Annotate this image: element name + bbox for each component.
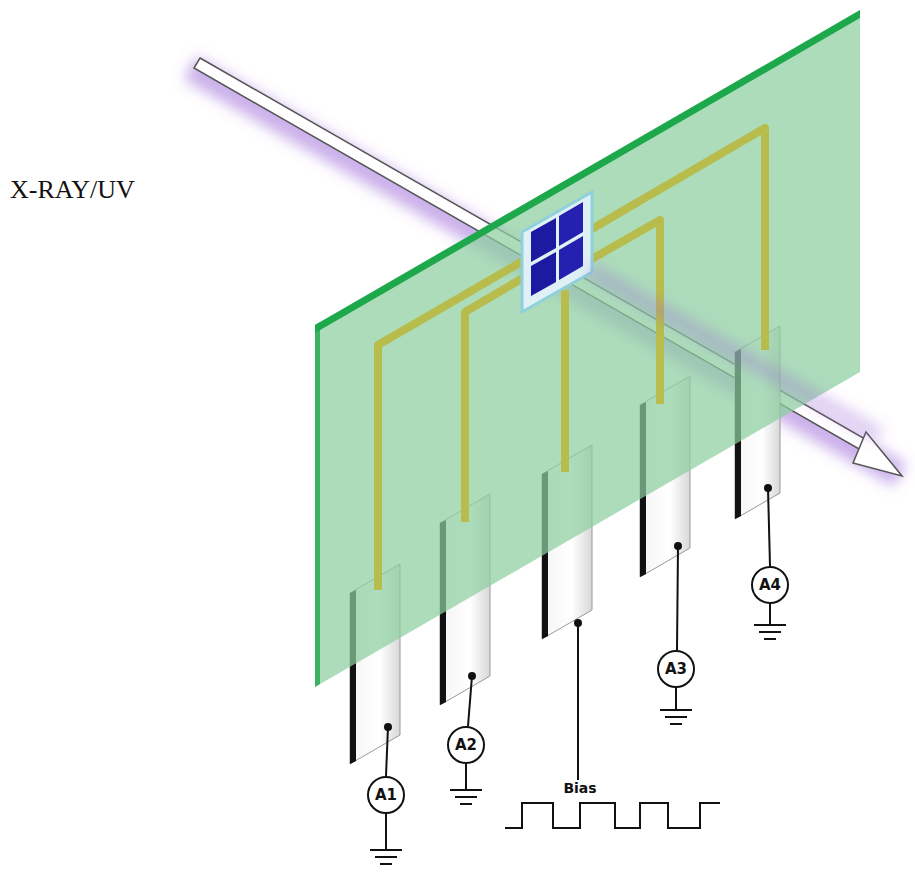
- ammeter-circle: A1: [367, 776, 405, 814]
- meter-label: A2: [455, 736, 477, 754]
- terminal-dots: [384, 484, 772, 731]
- meter-label: A3: [665, 660, 687, 678]
- ammeter-circle: A3: [657, 650, 695, 688]
- wiring: [370, 488, 786, 864]
- quadrant-detector: [522, 192, 592, 312]
- ammeter-circle: A4: [751, 566, 789, 604]
- traces: [378, 128, 765, 590]
- beam-label: X-RAY/UV: [10, 175, 135, 205]
- bias-label: Bias: [561, 780, 598, 796]
- ammeter-circle: A2: [447, 726, 485, 764]
- circuit-board: [315, 10, 860, 687]
- meter-label: A1: [375, 786, 397, 804]
- meter-label: A4: [759, 576, 781, 594]
- beam-glow: [590, 270, 880, 435]
